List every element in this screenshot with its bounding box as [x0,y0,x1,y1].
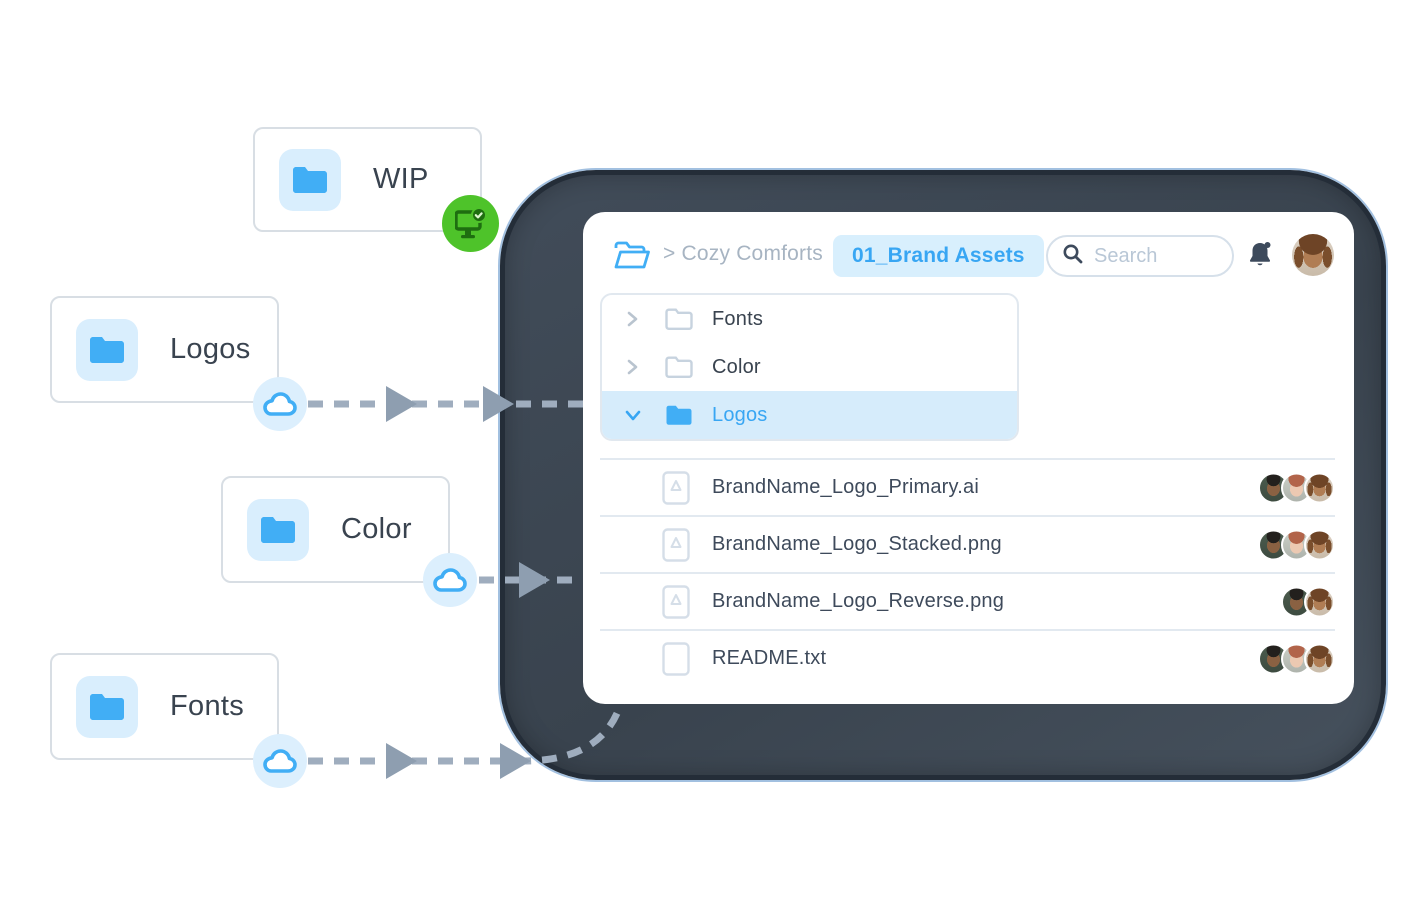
collaborator-avatars [1258,643,1335,674]
avatar[interactable] [1304,529,1335,560]
breadcrumb[interactable]: > Cozy Comforts [663,242,823,266]
collaborator-avatars [1281,586,1335,617]
cloud-icon [263,749,297,773]
search-input[interactable] [1094,244,1204,268]
screen-header: > Cozy Comforts 01_Brand Assets [583,212,1354,292]
file-row[interactable]: README.txt [600,629,1335,686]
folder-outline-icon [664,355,698,379]
folder-chip [76,675,138,738]
cloud-sync-badge [253,377,307,431]
arrowhead-icon [500,743,531,779]
breadcrumb-separator: > [663,242,676,265]
text-file-icon [662,641,690,676]
file-name: BrandName_Logo_Reverse.png [712,590,1005,612]
tree-item-fonts[interactable]: Fonts [602,295,1017,343]
folder-card-label: WIP [373,163,429,195]
breadcrumb-root[interactable]: Cozy Comforts [681,242,823,265]
image-file-icon [662,584,690,619]
cloud-sync-badge [253,734,307,788]
tree-item-label: Color [712,355,761,378]
search-icon [1062,243,1084,270]
folder-card-fonts: Fonts [50,653,279,760]
arrowhead-icon [386,743,417,779]
folder-card-label: Fonts [170,690,245,722]
folder-card-label: Logos [170,333,251,365]
arrowhead-icon [519,562,550,598]
collaborator-avatars [1258,529,1335,560]
collaborator-avatars [1258,472,1335,503]
cloud-icon [433,568,467,592]
desktop-synced-badge [442,195,499,252]
breadcrumb-current-pill[interactable]: 01_Brand Assets [833,235,1044,277]
folder-icon [261,516,295,543]
avatar[interactable] [1304,472,1335,503]
notification-dot [1264,242,1271,248]
cloud-sync-badge [423,553,477,607]
folder-card-wip: WIP [253,127,482,232]
image-file-icon [662,527,690,562]
user-avatar[interactable] [1292,234,1334,276]
tree-item-logos-selected[interactable]: Logos [602,391,1017,439]
file-name: BrandName_Logo_Stacked.png [712,533,1002,555]
folder-filled-icon [664,403,698,427]
arrowhead-icon [386,386,417,422]
sync-arrow-fonts [308,671,630,765]
folder-icon [293,166,327,193]
folder-chip [76,318,138,381]
arrowhead-icon [483,386,514,422]
chevron-right-icon[interactable] [624,310,650,328]
open-folder-icon [613,240,651,275]
file-row[interactable]: BrandName_Logo_Reverse.png [600,572,1335,629]
folder-card-color: Color [221,476,450,583]
file-list: BrandName_Logo_Primary.ai BrandName_Logo… [600,458,1335,686]
search-box[interactable] [1046,235,1234,277]
file-name: README.txt [712,647,827,669]
tree-item-color[interactable]: Color [602,343,1017,391]
folder-card-label: Color [341,513,412,545]
folder-outline-icon [664,307,698,331]
folder-icon [90,693,124,720]
file-name: BrandName_Logo_Primary.ai [712,476,979,498]
tree-item-label: Fonts [712,307,764,330]
file-row[interactable]: BrandName_Logo_Stacked.png [600,515,1335,572]
cloud-icon [263,392,297,416]
chevron-right-icon[interactable] [624,358,650,376]
file-manager-screen: > Cozy Comforts 01_Brand Assets [583,212,1354,704]
folder-tree-panel: Fonts Color Logos [600,293,1019,441]
folder-chip [279,148,341,211]
breadcrumb-current-label: 01_Brand Assets [852,244,1025,267]
avatar[interactable] [1304,643,1335,674]
file-row[interactable]: BrandName_Logo_Primary.ai [600,458,1335,515]
image-file-icon [662,470,690,505]
notification-bell-icon[interactable] [1247,240,1273,273]
folder-chip [247,498,309,561]
chevron-down-icon[interactable] [624,407,650,423]
monitor-check-icon [454,208,487,238]
tree-item-label: Logos [712,403,768,426]
avatar[interactable] [1304,586,1335,617]
folder-icon [90,336,124,363]
folder-card-logos: Logos [50,296,279,403]
